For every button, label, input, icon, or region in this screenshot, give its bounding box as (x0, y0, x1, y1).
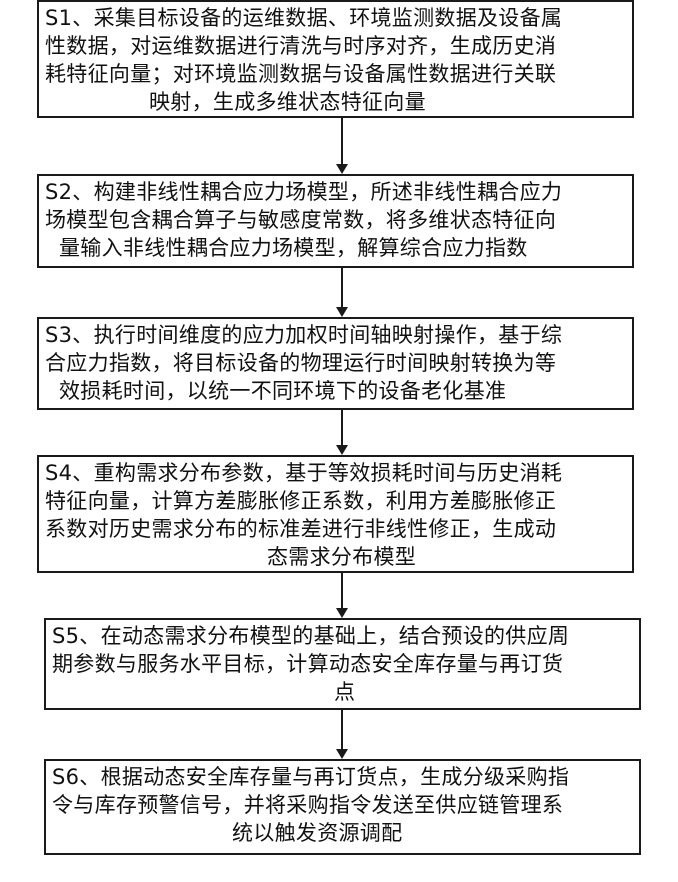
step-s1-line-1: S1、采集目标设备的运维数据、环境监测数据及设备属 (45, 4, 626, 32)
step-s4-line-4: 态需求分布模型 (45, 543, 626, 571)
step-s6-line-3: 统以触发资源调配 (52, 819, 633, 847)
step-s1-box: S1、采集目标设备的运维数据、环境监测数据及设备属 性数据，对运维数据进行清洗与… (37, 0, 634, 118)
step-s4-line-2: 特征向量，计算方差膨胀修正系数，利用方差膨胀修正 (45, 487, 626, 515)
step-s5-line-2: 期参数与服务水平目标，计算动态安全库存量与再订货 (52, 650, 633, 678)
step-s5-line-3: 点 (52, 678, 633, 706)
step-s4-line-3: 系数对历史需求分布的标准差进行非线性修正，生成动 (45, 515, 626, 543)
step-s3-line-1: S3、执行时间维度的应力加权时间轴映射操作，基于综 (45, 321, 626, 349)
step-s6-line-1: S6、根据动态安全库存量与再订货点，生成分级采购指 (52, 763, 633, 791)
arrow-s3-to-s4 (335, 410, 349, 455)
step-s3-line-2: 合应力指数，将目标设备的物理运行时间映射转换为等 (45, 349, 626, 377)
step-s2-line-2: 场模型包含耦合算子与敏感度常数，将多维状态特征向 (45, 206, 626, 234)
step-s2-line-3: 量输入非线性耦合应力场模型，解算综合应力指数 (45, 234, 626, 262)
arrow-s2-to-s3 (335, 268, 349, 317)
step-s1-line-2: 性数据，对运维数据进行清洗与时序对齐，生成历史消 (45, 32, 626, 60)
step-s2-box: S2、构建非线性耦合应力场模型，所述非线性耦合应力 场模型包含耦合算子与敏感度常… (37, 174, 634, 268)
arrow-s5-to-s6 (335, 710, 349, 759)
step-s6-line-2: 令与库存预警信号，并将采购指令发送至供应链管理系 (52, 791, 633, 819)
step-s6-box: S6、根据动态安全库存量与再订货点，生成分级采购指 令与库存预警信号，并将采购指… (44, 759, 641, 855)
step-s5-box: S5、在动态需求分布模型的基础上，结合预设的供应周 期参数与服务水平目标，计算动… (44, 618, 641, 710)
step-s4-line-1: S4、重构需求分布参数，基于等效损耗时间与历史消耗 (45, 459, 626, 487)
arrow-s4-to-s5 (335, 573, 349, 618)
step-s5-line-1: S5、在动态需求分布模型的基础上，结合预设的供应周 (52, 622, 633, 650)
step-s1-line-3: 耗特征向量；对环境监测数据与设备属性数据进行关联 (45, 60, 626, 88)
step-s3-box: S3、执行时间维度的应力加权时间轴映射操作，基于综 合应力指数，将目标设备的物理… (37, 317, 634, 410)
step-s4-box: S4、重构需求分布参数，基于等效损耗时间与历史消耗 特征向量，计算方差膨胀修正系… (37, 455, 634, 573)
step-s2-line-1: S2、构建非线性耦合应力场模型，所述非线性耦合应力 (45, 178, 626, 206)
step-s1-line-4: 映射，生成多维状态特征向量 (45, 88, 626, 116)
arrow-s1-to-s2 (335, 118, 349, 174)
step-s3-line-3: 效损耗时间，以统一不同环境下的设备老化基准 (45, 377, 626, 405)
